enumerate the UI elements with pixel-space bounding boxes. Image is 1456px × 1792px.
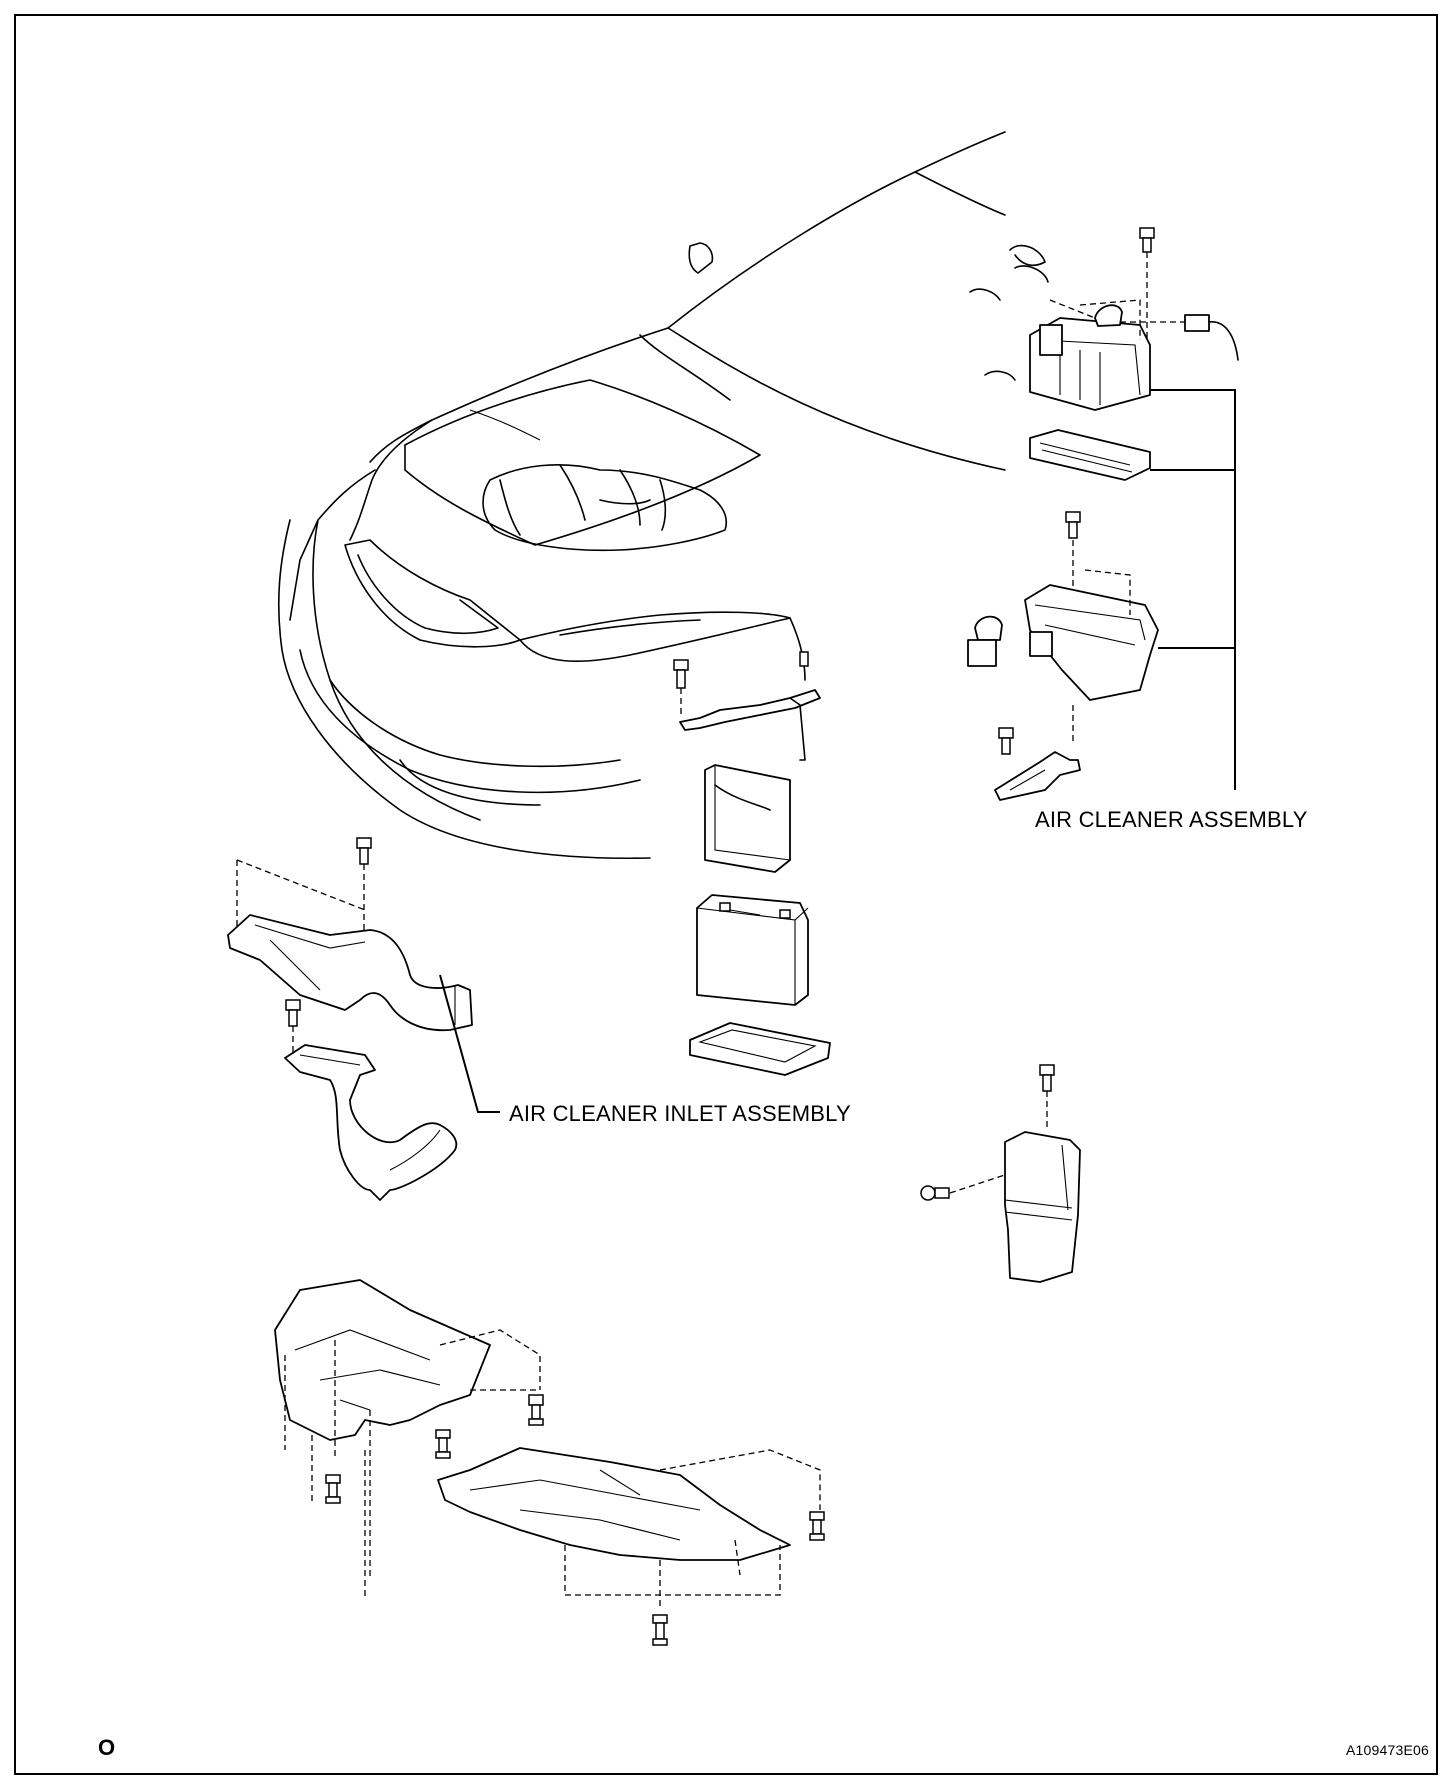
bolt-icon [809, 1511, 825, 1541]
bolt-icon [673, 659, 689, 689]
clip-icon [920, 1185, 950, 1201]
air-cleaner-case [967, 511, 1159, 701]
air-cleaner-inlet-upper [227, 837, 473, 1032]
bolt-icon [1065, 511, 1081, 539]
battery-hold-down [673, 651, 821, 761]
air-cleaner-assembly-label: AIR CLEANER ASSEMBLY [1035, 807, 1308, 832]
bolt-icon [652, 1614, 668, 1646]
engine-under-cover-no2 [437, 1447, 825, 1646]
battery-tray [689, 1022, 831, 1076]
diagram-frame [14, 14, 1438, 1775]
battery [696, 894, 809, 1006]
bolt-icon [528, 1394, 544, 1426]
air-cleaner-leader-lines [1150, 389, 1236, 790]
intake-resonator [920, 1064, 1081, 1283]
air-filter-element [1029, 429, 1151, 481]
air-cleaner-bracket [994, 705, 1081, 801]
air-cleaner-inlet-assembly-label: AIR CLEANER INLET ASSEMBLY [509, 1101, 851, 1126]
vehicle-body-outline [277, 131, 1006, 860]
air-cleaner-inlet-lower [284, 999, 458, 1201]
air-cleaner-cap-group [969, 227, 1239, 411]
bolt-icon [1139, 227, 1155, 253]
bolt-icon [998, 727, 1014, 755]
bolt-icon [325, 1474, 341, 1504]
battery-insulator [704, 764, 791, 873]
engine-under-cover-no1 [274, 1279, 544, 1600]
bolt-icon [356, 837, 372, 865]
bolt-icon [435, 1429, 451, 1459]
inlet-leader-line [439, 974, 500, 1113]
corner-mark: O [98, 1735, 116, 1760]
bolt-icon [1039, 1064, 1055, 1092]
figure-id: A109473E06 [1346, 1742, 1429, 1758]
bolt-icon [285, 999, 301, 1027]
